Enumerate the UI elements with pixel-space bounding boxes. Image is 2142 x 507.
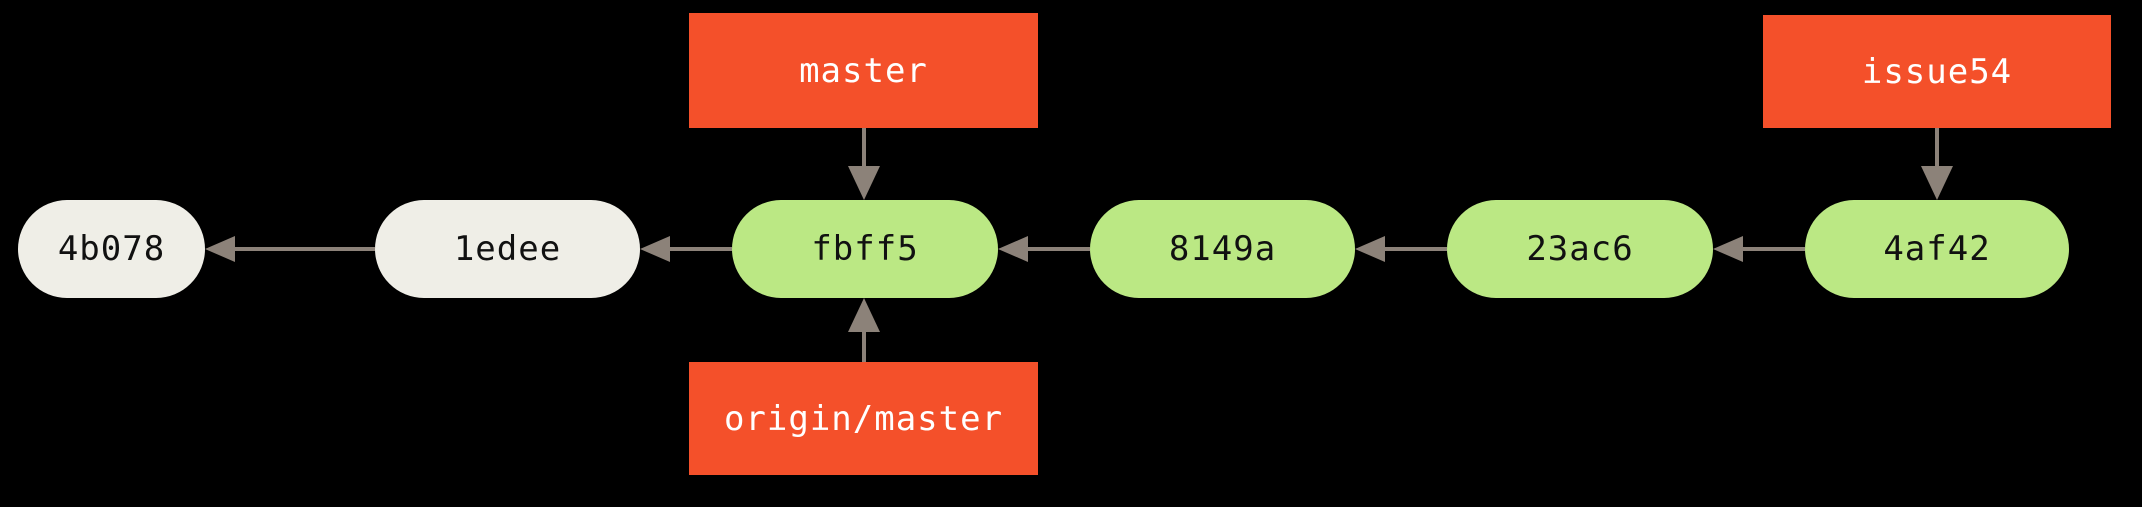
edge (998, 229, 1090, 269)
branch-ref-name: issue54 (1861, 51, 2013, 92)
edge (844, 298, 884, 362)
commit-node[interactable]: 4af42 (1805, 200, 2069, 298)
edge (844, 128, 884, 200)
edge (1355, 229, 1447, 269)
branch-ref-label[interactable]: origin/master (689, 362, 1038, 475)
edge (1917, 128, 1957, 200)
edge (640, 229, 732, 269)
branch-ref-name: master (799, 50, 928, 91)
branch-ref-name: origin/master (723, 398, 1004, 439)
commit-node[interactable]: 1edee (375, 200, 640, 298)
edge (205, 229, 375, 269)
commit-hash-label: 1edee (453, 229, 562, 269)
commit-hash-label: 4af42 (1883, 229, 1991, 269)
branch-ref-label[interactable]: issue54 (1763, 15, 2111, 128)
commit-hash-label: fbff5 (811, 229, 919, 269)
edge (1713, 229, 1805, 269)
commit-hash-label: 8149a (1168, 229, 1277, 269)
commit-node[interactable]: 4b078 (18, 200, 205, 298)
commit-node[interactable]: 8149a (1090, 200, 1355, 298)
commit-hash-label: 4b078 (57, 229, 166, 269)
commit-node[interactable]: 23ac6 (1447, 200, 1713, 298)
branch-ref-label[interactable]: master (689, 13, 1038, 128)
commit-node[interactable]: fbff5 (732, 200, 998, 298)
commit-hash-label: 23ac6 (1526, 229, 1634, 269)
